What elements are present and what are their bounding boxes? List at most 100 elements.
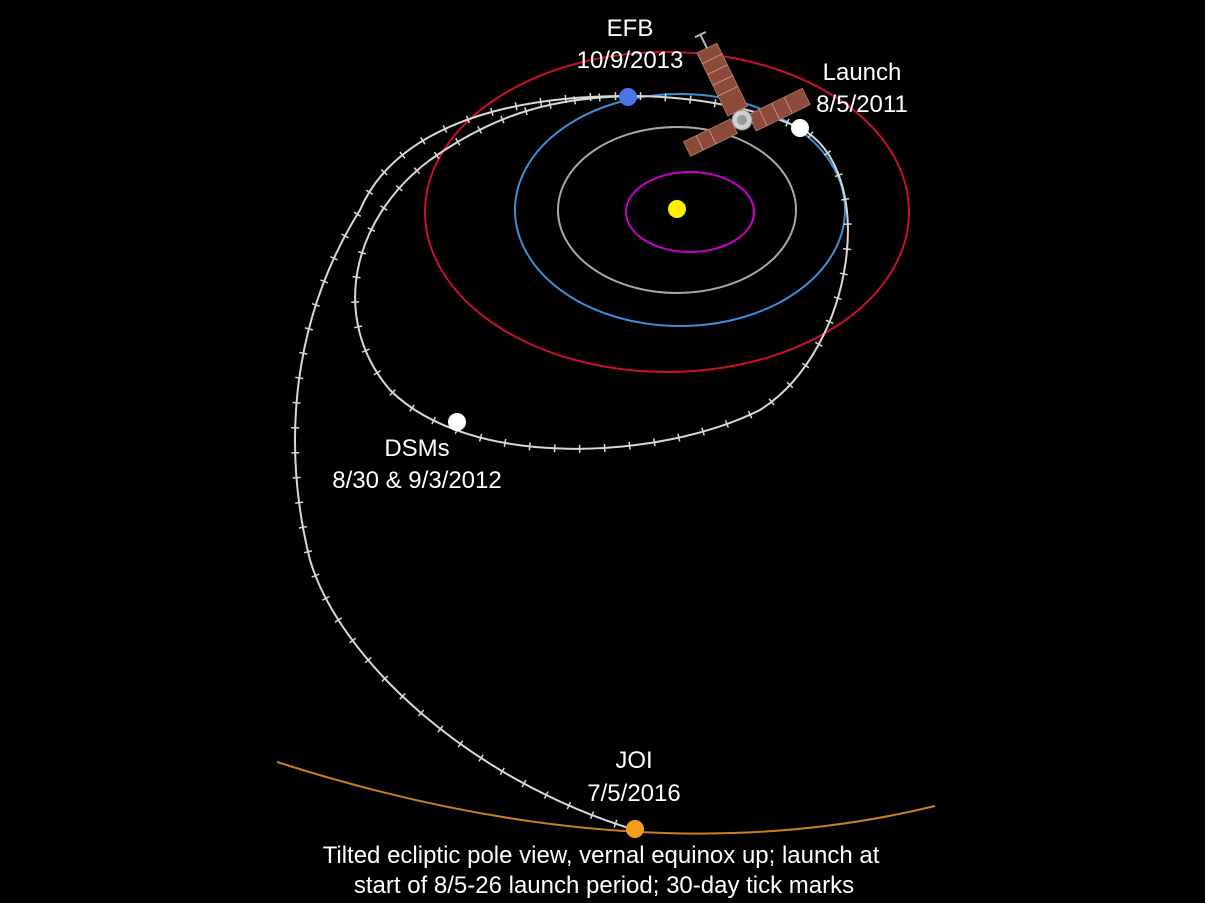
trajectory-tick [689, 95, 692, 104]
trajectory-tick [457, 740, 464, 748]
trajectory-tick [490, 107, 494, 116]
trajectory-tick [311, 302, 320, 307]
trajectory-tick [701, 427, 705, 436]
trajectory-tick [628, 441, 631, 450]
trajectory-tick [329, 256, 338, 261]
trajectory-tick [380, 205, 388, 211]
trajectory-tick [361, 348, 370, 353]
sun [668, 200, 686, 218]
trajectory-tick [311, 573, 320, 578]
trajectory-tick [524, 107, 528, 116]
trajectory-tick [652, 438, 656, 447]
trajectory-tick [299, 351, 308, 355]
trajectory-tick [321, 595, 330, 601]
trajectory-tick [304, 327, 313, 331]
tick-marks [291, 92, 852, 828]
trajectory-tick [292, 401, 301, 404]
trajectory-tick [364, 656, 372, 664]
caption-line-1: Tilted ecliptic pole view, vernal equino… [323, 842, 880, 869]
trajectory-tick [417, 709, 425, 717]
trajectory-tick [823, 150, 832, 156]
joi-marker [626, 820, 644, 838]
trajectory-tick [598, 93, 601, 102]
trajectory-tick [295, 376, 304, 380]
trajectory-cruise-segment [294, 95, 636, 831]
trajectory-tick [478, 754, 484, 762]
dsm-marker [448, 413, 466, 431]
trajectory-tick [747, 410, 753, 419]
trajectory-tick [801, 362, 810, 369]
trajectory-tick [548, 100, 552, 109]
trajectory-tick [303, 550, 313, 554]
joi-label: JOI [615, 747, 652, 774]
trajectory-tick [334, 617, 343, 623]
mercury-orbit [625, 171, 755, 253]
launch-marker [791, 119, 809, 137]
juno-spacecraft-icon [682, 31, 811, 157]
trajectory-tick [713, 99, 717, 108]
trajectory-tick [785, 118, 790, 127]
trajectory-tick [589, 811, 595, 820]
trajectory-tick [543, 791, 549, 799]
jupiter-orbit [276, 761, 936, 835]
trajectory-tick [433, 151, 440, 160]
trajectory-tick [431, 416, 437, 425]
earth-orbit [514, 93, 846, 327]
trajectory-tick [603, 443, 606, 452]
caption-line-2: start of 8/5-26 launch period; 30-day ti… [354, 872, 854, 899]
trajectory-tick [677, 433, 681, 442]
trajectory-tick [514, 102, 518, 111]
trajectory-tick [841, 197, 850, 201]
efb-label: EFB [607, 15, 654, 42]
trajectory-tick [357, 250, 367, 255]
trajectory-tick [664, 93, 667, 102]
trajectory-tick [564, 94, 567, 103]
trajectory-tick [413, 167, 421, 175]
trajectory-tick [320, 279, 329, 284]
trajectory-tick [814, 341, 823, 347]
mars-orbit [424, 51, 910, 373]
efb-marker [619, 88, 637, 106]
trajectory-tick [724, 419, 730, 428]
trajectory-tick [298, 525, 308, 529]
trajectory-tick [528, 442, 531, 451]
trajectory-tick [437, 725, 444, 733]
trajectory-tick [825, 319, 834, 324]
joi-date: 7/5/2016 [587, 780, 680, 807]
trajectory-tick [395, 185, 403, 192]
launch-label: Launch [823, 59, 902, 86]
trajectory-tick [380, 169, 388, 176]
trajectory-tick [442, 124, 448, 133]
trajectory-tick [381, 675, 389, 682]
dsm-date: 8/30 & 9/3/2012 [332, 467, 501, 494]
trajectory-tick [354, 325, 363, 329]
efb-date: 10/9/2013 [577, 47, 684, 74]
trajectory-tick [295, 501, 304, 504]
trajectory-tick [455, 138, 461, 146]
trajectory-tick [834, 173, 843, 178]
trajectory-tick [807, 131, 814, 139]
trajectory-tick [573, 96, 577, 105]
trajectory-tick [352, 275, 361, 279]
trajectory-tick [348, 637, 357, 644]
trajectory-tick [833, 296, 842, 301]
trajectory-tick [839, 272, 848, 276]
trajectory-tick [768, 398, 775, 406]
trajectory-tick [477, 125, 483, 134]
trajectory-tick [341, 233, 349, 239]
trajectory-tick [367, 227, 376, 232]
trajectory-tick [373, 369, 382, 376]
dsm-label: DSMs [384, 435, 449, 462]
trajectory-tick [353, 211, 362, 217]
venus-orbit [557, 126, 797, 294]
trajectory-loop-segment [354, 95, 849, 450]
trajectory-tick [365, 189, 374, 195]
trajectory-tick [409, 404, 415, 412]
trajectory-tick [389, 389, 396, 396]
trajectory-tick [786, 381, 794, 389]
trajectory-tick [465, 115, 471, 124]
trajectory-tick [613, 819, 618, 828]
trajectory-tick [292, 476, 301, 479]
